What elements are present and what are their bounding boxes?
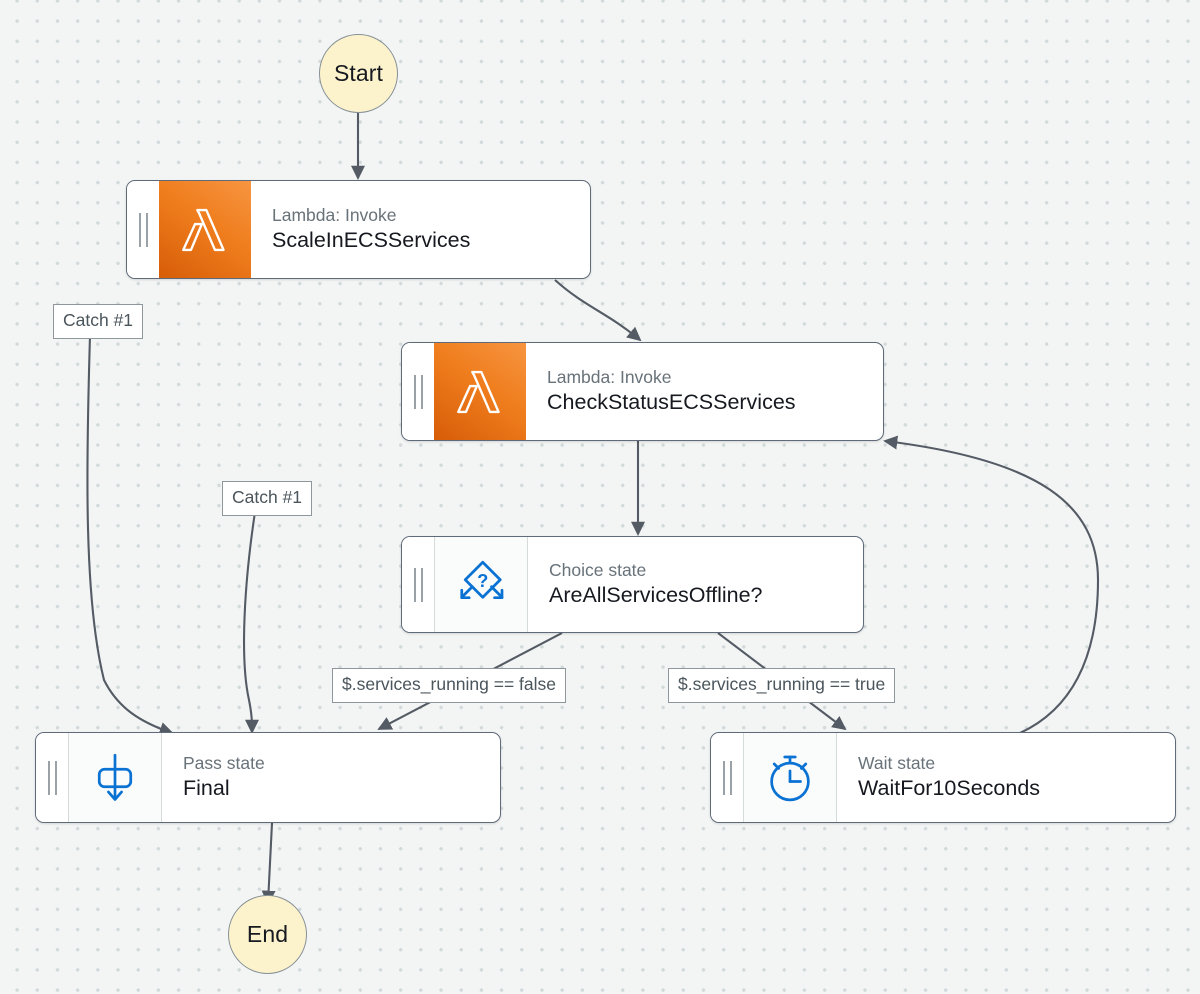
grip-bar: [420, 374, 423, 409]
state-node-wait-for-10-seconds[interactable]: Wait state WaitFor10Seconds: [710, 732, 1176, 823]
state-node-scale-in-ecs-services[interactable]: Lambda: Invoke ScaleInECSServices: [126, 180, 591, 279]
start-node[interactable]: Start: [319, 34, 398, 113]
node-labels: Pass state Final: [162, 733, 500, 822]
node-labels: Choice state AreAllServicesOffline?: [528, 537, 863, 632]
end-label: End: [246, 921, 289, 947]
svg-text:?: ?: [477, 569, 488, 590]
grip-bar: [413, 374, 416, 409]
edge-label-catch-check-status[interactable]: Catch #1: [222, 481, 313, 516]
drag-handle[interactable]: [711, 733, 743, 822]
drag-handle[interactable]: [36, 733, 68, 822]
start-label: Start: [333, 60, 384, 86]
state-node-check-status-ecs-services[interactable]: Lambda: Invoke CheckStatusECSServices: [401, 342, 884, 441]
grip-bar: [145, 212, 148, 247]
grip-bar: [413, 567, 416, 602]
edge-scalein-catch-to-final: [86, 335, 174, 736]
wait-state-icon: [743, 733, 837, 822]
end-node[interactable]: End: [228, 895, 307, 974]
grip-bar: [722, 760, 725, 795]
state-node-are-all-services-offline[interactable]: ? Choice state AreAllServicesOffline?: [401, 536, 864, 633]
grip-bar: [420, 567, 423, 602]
node-subtitle: Lambda: Invoke: [547, 366, 672, 387]
choice-state-icon: ?: [434, 537, 528, 632]
node-title: AreAllServicesOffline?: [549, 583, 763, 608]
pass-state-icon: [68, 733, 162, 822]
node-labels: Lambda: Invoke ScaleInECSServices: [251, 181, 590, 278]
edge-scalein-to-checkstatus: [554, 279, 642, 342]
node-labels: Wait state WaitFor10Seconds: [837, 733, 1175, 822]
edge-checkstatus-catch-to-final: [243, 511, 259, 734]
node-subtitle: Wait state: [858, 752, 936, 773]
node-title: WaitFor10Seconds: [858, 776, 1041, 801]
drag-handle[interactable]: [402, 537, 434, 632]
edge-label-catch-scale-in[interactable]: Catch #1: [53, 304, 144, 339]
node-subtitle: Lambda: Invoke: [272, 204, 397, 225]
grip-bar: [54, 760, 57, 795]
node-subtitle: Pass state: [183, 752, 265, 773]
grip-bar: [138, 212, 141, 247]
node-title: Final: [183, 776, 230, 801]
edge-final-to-end: [261, 822, 276, 905]
node-title: ScaleInECSServices: [272, 228, 471, 253]
state-node-final[interactable]: Pass state Final: [35, 732, 501, 823]
node-subtitle: Choice state: [549, 559, 647, 580]
drag-handle[interactable]: [402, 343, 434, 440]
node-title: CheckStatusECSServices: [547, 390, 796, 415]
lambda-icon: [159, 181, 251, 278]
edge-wait-to-checkstatus: [883, 435, 1100, 734]
grip-bar: [729, 760, 732, 795]
edge-label-choice-false[interactable]: $.services_running == false: [332, 668, 567, 703]
node-labels: Lambda: Invoke CheckStatusECSServices: [526, 343, 883, 440]
drag-handle[interactable]: [127, 181, 159, 278]
grip-bar: [47, 760, 50, 795]
edge-label-choice-true[interactable]: $.services_running == true: [668, 668, 896, 703]
lambda-icon: [434, 343, 526, 440]
